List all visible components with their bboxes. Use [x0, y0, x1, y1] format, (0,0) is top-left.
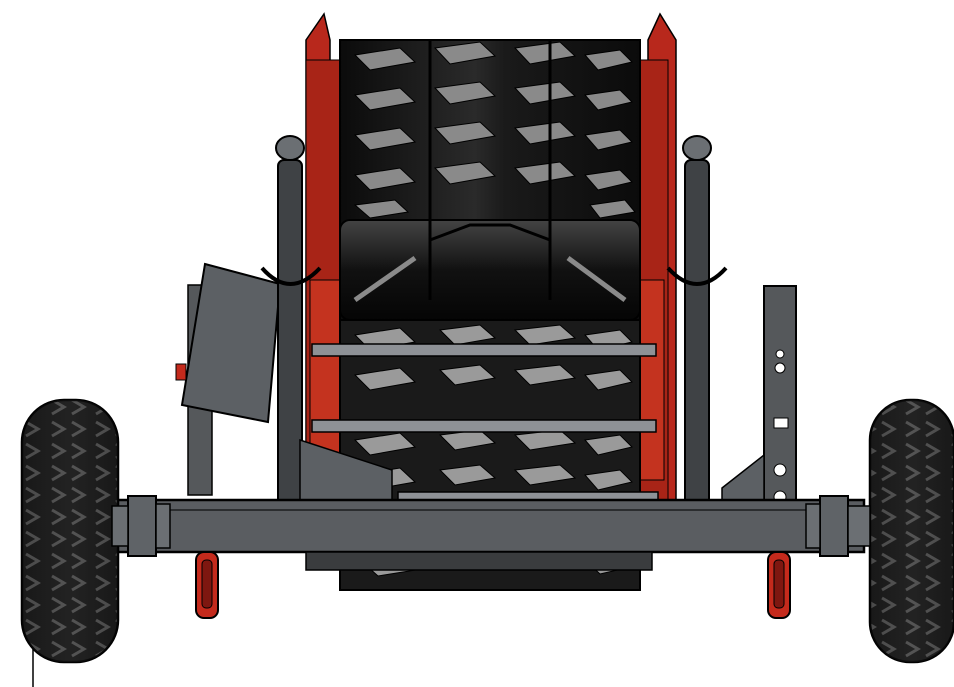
belt-ribs	[428, 40, 552, 300]
hub-left	[111, 505, 129, 547]
axle-beam	[110, 495, 866, 571]
belt-lugs	[353, 41, 636, 219]
caster-wheel-left	[195, 551, 219, 619]
hub-right	[847, 505, 871, 547]
control-box	[175, 262, 282, 496]
hydraulic-cylinder-left	[260, 135, 322, 506]
right-mast	[721, 285, 797, 515]
tire-left	[20, 398, 120, 664]
hydraulic-cylinder-right	[666, 135, 728, 506]
conveyor-belt	[339, 39, 641, 321]
caster-wheel-right	[767, 551, 791, 619]
tire-right	[868, 398, 954, 664]
